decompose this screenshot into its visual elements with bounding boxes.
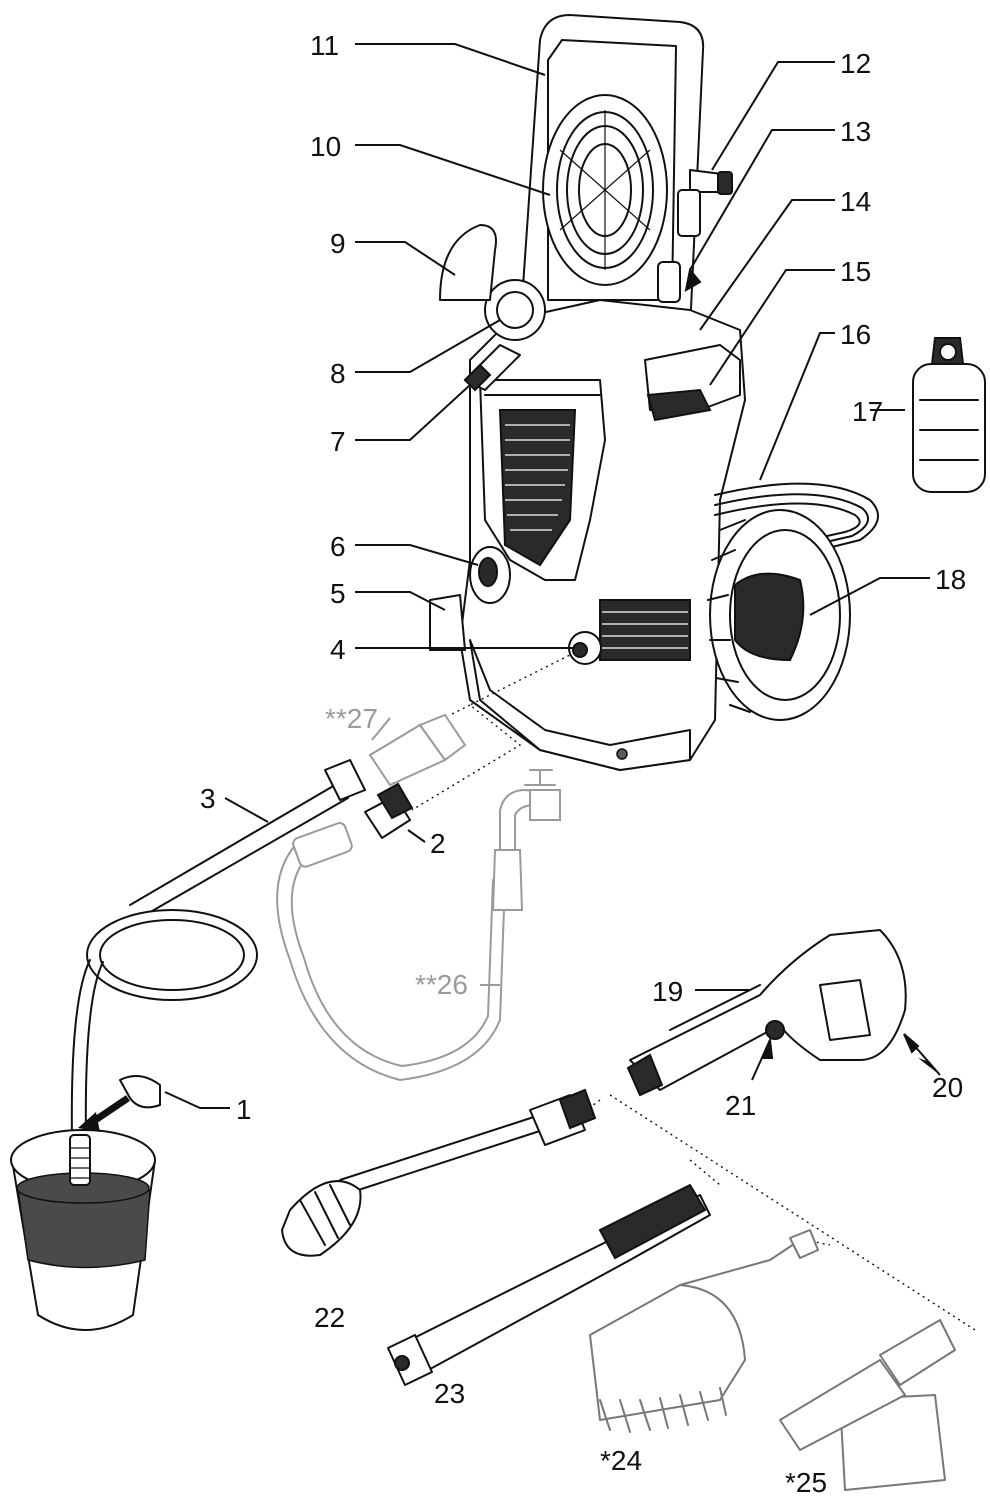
pressure-washer-body <box>429 14 879 771</box>
callout-24: *24 <box>600 1445 642 1476</box>
callout-7: 7 <box>330 426 346 457</box>
callout-11: 11 <box>310 30 339 61</box>
foam-nozzle <box>779 1319 956 1491</box>
callout-18: 18 <box>935 564 966 595</box>
trigger-gun <box>626 929 907 1097</box>
callout-2: 2 <box>430 828 446 859</box>
callout-22: 22 <box>314 1302 345 1333</box>
adapter-optional <box>368 713 467 787</box>
callout-9: 9 <box>330 228 346 259</box>
callout-20: 20 <box>932 1072 963 1103</box>
vario-power-lance <box>387 1183 711 1386</box>
leader-lines <box>164 43 941 1109</box>
callout-15: 15 <box>840 256 871 287</box>
callout-17: 17 <box>852 396 883 427</box>
callout-23: 23 <box>434 1378 465 1409</box>
callout-1: 1 <box>236 1094 252 1125</box>
detergent-bottle <box>912 337 986 493</box>
water-bucket <box>10 1075 161 1331</box>
callout-8: 8 <box>330 358 346 389</box>
callout-16: 16 <box>840 319 871 350</box>
front-grille <box>498 409 577 567</box>
callout-14: 14 <box>840 186 871 217</box>
callout-4: 4 <box>330 634 346 665</box>
callout-6: 6 <box>330 531 346 562</box>
callout-26: **26 <box>415 969 468 1000</box>
callout-25: *25 <box>785 1467 827 1498</box>
wash-brush <box>589 1229 819 1433</box>
callout-21: 21 <box>725 1090 756 1121</box>
callout-12: 12 <box>840 48 871 79</box>
callout-5: 5 <box>330 578 346 609</box>
callout-19: 19 <box>652 976 683 1007</box>
callout-3: 3 <box>200 783 216 814</box>
callout-10: 10 <box>310 131 341 162</box>
callout-labels: 11 10 9 8 7 6 5 4 **27 3 2 **26 1 12 13 … <box>200 30 966 1498</box>
garden-hose-optional <box>276 769 561 1082</box>
callout-27: **27 <box>325 703 378 734</box>
wheel <box>707 509 851 721</box>
adapter <box>364 782 414 839</box>
suction-hose <box>70 759 366 1141</box>
dirt-blaster-lance <box>281 1088 597 1257</box>
callout-13: 13 <box>840 116 871 147</box>
